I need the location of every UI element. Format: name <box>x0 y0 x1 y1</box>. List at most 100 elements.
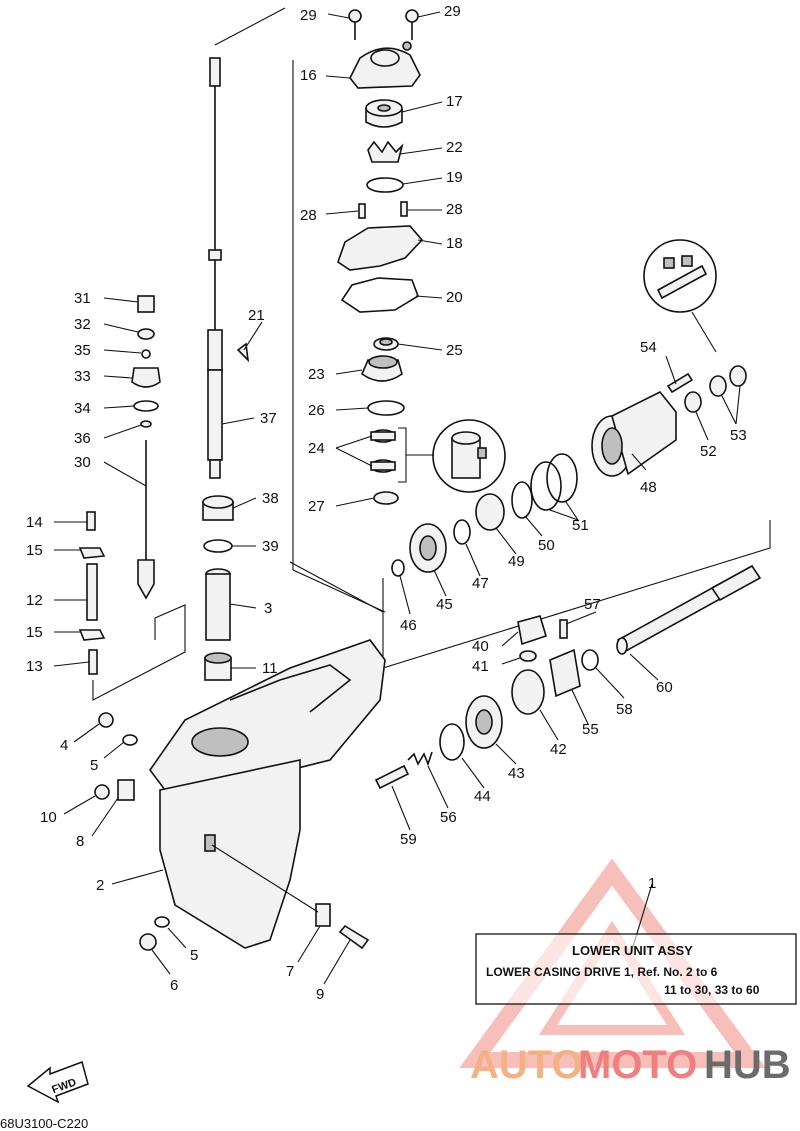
callout-18: 18 <box>446 235 463 252</box>
callout-1: 1 <box>648 875 656 892</box>
nut-41 <box>519 650 537 662</box>
callout-15a: 15 <box>26 542 43 559</box>
reverse-gear-hub <box>419 535 437 561</box>
oil-seal-25 <box>373 337 399 351</box>
callout-11: 11 <box>262 660 278 677</box>
callout-45: 45 <box>436 596 453 613</box>
callout-58: 58 <box>616 701 633 718</box>
lower-casing-2 <box>149 639 386 949</box>
callout-60: 60 <box>656 679 673 696</box>
o-ring-26 <box>367 400 405 416</box>
nut-32 <box>137 328 155 340</box>
outer-plate-18 <box>337 225 424 271</box>
info-box-line-2: 11 to 30, 33 to 60 <box>664 983 760 997</box>
group-frame-lines <box>214 7 771 669</box>
callout-22: 22 <box>446 139 463 156</box>
callout-56: 56 <box>440 809 457 826</box>
callout-43: 43 <box>508 765 525 782</box>
bearing-49 <box>475 493 505 531</box>
pinion-40 <box>517 615 547 646</box>
seal-detail-inset <box>432 419 506 493</box>
bolt-54 <box>666 372 694 394</box>
watermark-auto: AUTO <box>470 1043 583 1087</box>
housing-detail-inset <box>643 239 717 353</box>
shift-rod-group <box>78 295 186 701</box>
plate-27 <box>373 491 399 505</box>
shim-44 <box>439 723 465 761</box>
callout-13: 13 <box>26 658 43 675</box>
trim-tab-7 <box>315 903 331 927</box>
callout-44: 44 <box>474 788 491 805</box>
clip-15-upper <box>78 547 106 559</box>
callout-49: 49 <box>508 553 525 570</box>
washer-5-lower <box>154 916 170 928</box>
washer-53a <box>709 375 727 397</box>
water-pump-group <box>337 9 506 505</box>
o-ring-51a <box>546 453 578 503</box>
insert-cartridge-17 <box>365 99 403 128</box>
drive-shaft-collar <box>208 249 222 261</box>
circlip-35 <box>141 349 151 359</box>
oil-seals-24 <box>370 427 434 483</box>
callout-59: 59 <box>400 831 417 848</box>
callout-6: 6 <box>170 977 178 994</box>
shift-rod-boot-33 <box>131 367 161 388</box>
callout-23: 23 <box>308 366 325 383</box>
callout-54: 54 <box>640 339 657 356</box>
nut-10 <box>94 784 110 800</box>
washer-36 <box>140 420 152 428</box>
callout-55: 55 <box>582 721 599 738</box>
assembly-info-box: LOWER UNIT ASSY LOWER CASING DRIVE 1, Re… <box>475 933 797 1005</box>
callout-33: 33 <box>74 368 91 385</box>
callout-30: 30 <box>74 454 91 471</box>
pump-housing-16 <box>349 41 421 89</box>
callout-40: 40 <box>472 638 489 655</box>
callout-4: 4 <box>60 737 68 754</box>
washer-53b <box>729 365 747 387</box>
shim-46 <box>391 559 405 577</box>
dowel-pin-28-right <box>400 201 408 217</box>
callout-28a: 28 <box>300 207 317 224</box>
drive-shaft-group <box>202 57 250 681</box>
callout-52: 52 <box>700 443 717 460</box>
drawing-code: 68U3100-C220 <box>0 1116 88 1131</box>
callout-28b: 28 <box>446 201 463 218</box>
impeller-22 <box>367 140 404 163</box>
drive-shaft-pinion-end <box>209 459 221 479</box>
washer-5-upper <box>122 734 138 746</box>
callout-15b: 15 <box>26 624 43 641</box>
callout-36: 36 <box>74 430 91 447</box>
needle-bearing-11 <box>204 652 232 681</box>
anode-8 <box>117 779 135 801</box>
o-ring-19 <box>366 177 404 193</box>
callout-12: 12 <box>26 592 43 609</box>
shift-cam <box>137 559 155 600</box>
callout-35: 35 <box>74 342 91 359</box>
drive-shaft-body <box>207 329 223 371</box>
callout-25: 25 <box>446 342 463 359</box>
o-ring-50 <box>511 481 533 519</box>
shim-39 <box>203 539 233 553</box>
callout-46: 46 <box>400 617 417 634</box>
callout-10: 10 <box>40 809 57 826</box>
callout-8: 8 <box>76 833 84 850</box>
info-box-title: LOWER UNIT ASSY <box>572 943 693 958</box>
callout-37: 37 <box>260 410 277 427</box>
watermark-hub: HUB <box>704 1043 791 1087</box>
gasket-20 <box>340 277 419 313</box>
callout-31: 31 <box>74 290 91 307</box>
callout-47: 47 <box>472 575 489 592</box>
callout-19: 19 <box>446 169 463 186</box>
callout-3: 3 <box>264 600 272 617</box>
forward-arrow-icon: FWD <box>26 1061 89 1104</box>
dowel-pin-28-left <box>358 203 366 219</box>
propeller-shaft-60 <box>616 564 762 655</box>
callout-7: 7 <box>286 963 294 980</box>
callout-27: 27 <box>308 498 325 515</box>
oil-seal-housing-23 <box>361 355 403 382</box>
callout-51: 51 <box>572 517 589 534</box>
forward-gear-42 <box>511 669 545 715</box>
rod-12 <box>86 563 98 621</box>
bolt-29-left <box>348 9 362 40</box>
